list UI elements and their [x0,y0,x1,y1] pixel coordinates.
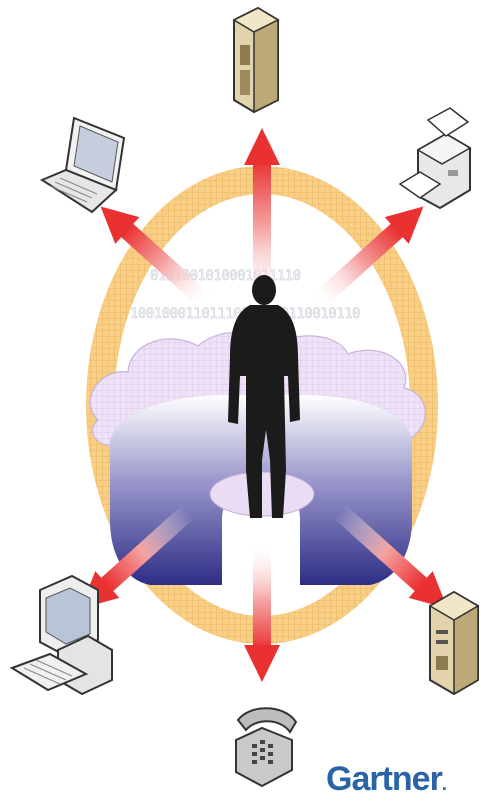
telephone-icon [235,707,298,788]
server-box-icon [428,590,480,696]
arrows [80,128,448,682]
arrow-up [244,128,280,310]
brand-dot: . [441,774,447,794]
arrow-down [244,540,280,682]
arrow-up-right [309,206,424,311]
arrow-down-right [333,504,448,609]
person-silhouette [228,275,300,518]
desktop-computer-icon [9,574,113,696]
printer-icon [398,107,472,210]
laptop-icon [39,116,126,214]
arrow-up-left [100,206,215,311]
gartner-logo: Gartner. [326,760,447,799]
server-tower-icon [232,6,280,114]
brand-name: Gartner [326,760,443,798]
